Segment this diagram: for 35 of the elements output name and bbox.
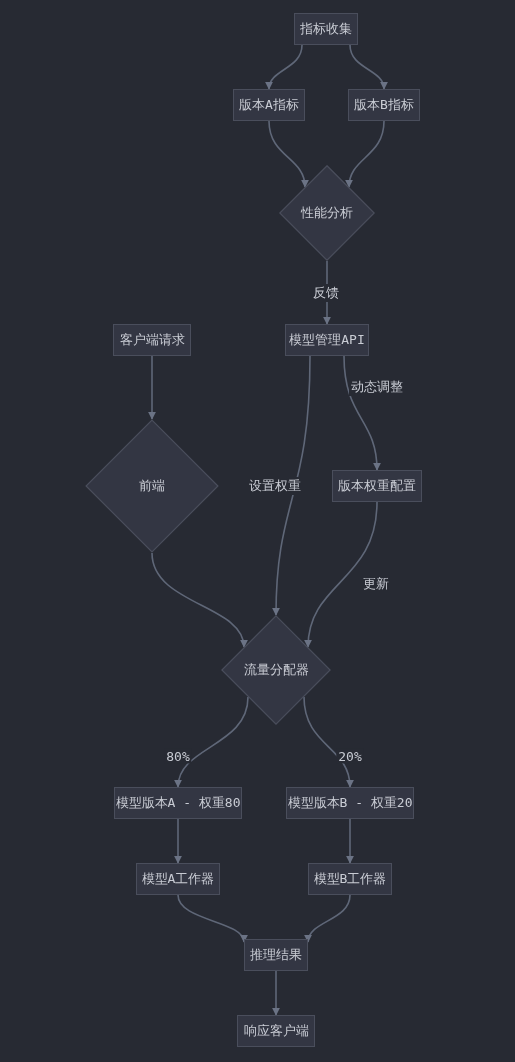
decision-diamond: 流量分配器 [221, 615, 331, 725]
process-box: 推理结果 [244, 939, 308, 971]
process-box: 响应客户端 [237, 1015, 315, 1047]
arrow [151, 552, 247, 648]
arrow [304, 501, 378, 648]
process-box: 模型管理API [285, 324, 369, 356]
process-box: 版本B指标 [348, 89, 420, 121]
arrow [266, 44, 303, 90]
arrow [177, 894, 246, 943]
arrow [346, 818, 354, 864]
arrow [305, 894, 351, 943]
process-box: 客户端请求 [113, 324, 191, 356]
edge-label: 动态调整 [349, 378, 405, 396]
process-box: 模型版本A - 权重80 [114, 787, 242, 819]
arrow [148, 355, 156, 420]
process-box: 模型A工作器 [136, 863, 220, 895]
arrow [272, 970, 280, 1016]
arrow [175, 696, 249, 788]
edge-label: 反馈 [311, 284, 341, 302]
arrow [345, 120, 385, 188]
decision-diamond: 性能分析 [279, 165, 375, 261]
arrow [272, 355, 311, 616]
decision-diamond: 前端 [85, 419, 219, 553]
edge-label: 更新 [361, 575, 391, 593]
arrow [349, 44, 387, 90]
arrow [343, 355, 381, 471]
arrow [174, 818, 182, 864]
process-box: 版本权重配置 [332, 470, 422, 502]
edge-label: 设置权重 [247, 477, 303, 495]
arrow [303, 696, 354, 788]
process-box: 指标收集 [294, 13, 358, 45]
arrow [268, 120, 309, 188]
process-box: 版本A指标 [233, 89, 305, 121]
process-box: 模型B工作器 [308, 863, 392, 895]
process-box: 模型版本B - 权重20 [286, 787, 414, 819]
